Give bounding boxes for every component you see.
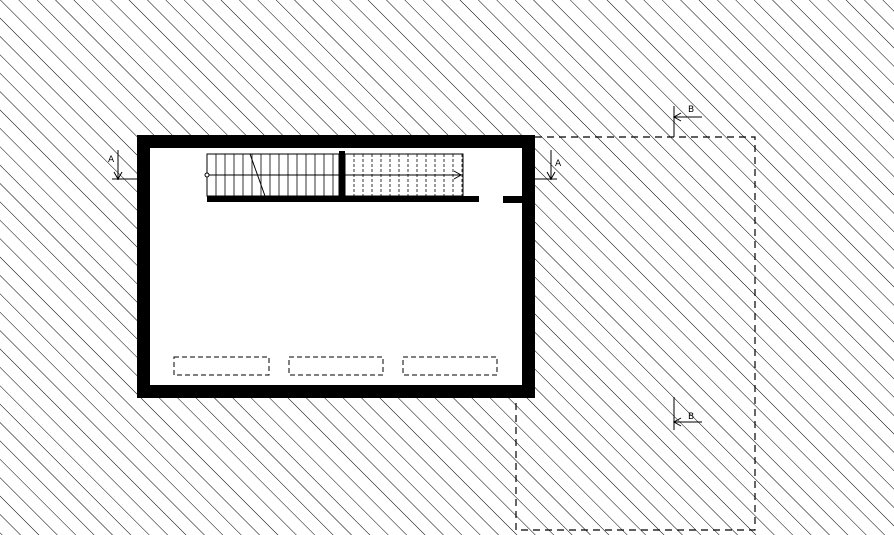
window-openings <box>173 356 498 376</box>
section-marker-a-left <box>112 150 143 181</box>
section-marker-b-top <box>672 106 702 137</box>
outer-wall <box>137 135 535 398</box>
dashed-outline <box>515 136 756 531</box>
section-marker-b-bottom <box>672 397 702 430</box>
section-label-b-top: B <box>688 105 694 115</box>
wall-stub <box>503 196 522 203</box>
staircase <box>204 151 464 198</box>
window-opening <box>173 356 270 376</box>
section-label-b-bottom: B <box>688 412 694 422</box>
section-marker-a-right <box>529 150 557 181</box>
stair-arrow-icon <box>453 170 463 180</box>
stair-partition-wall <box>207 196 479 202</box>
stair-start-dot <box>204 172 210 178</box>
section-label-a-left: A <box>108 155 115 165</box>
section-label-a-right: A <box>555 159 562 169</box>
